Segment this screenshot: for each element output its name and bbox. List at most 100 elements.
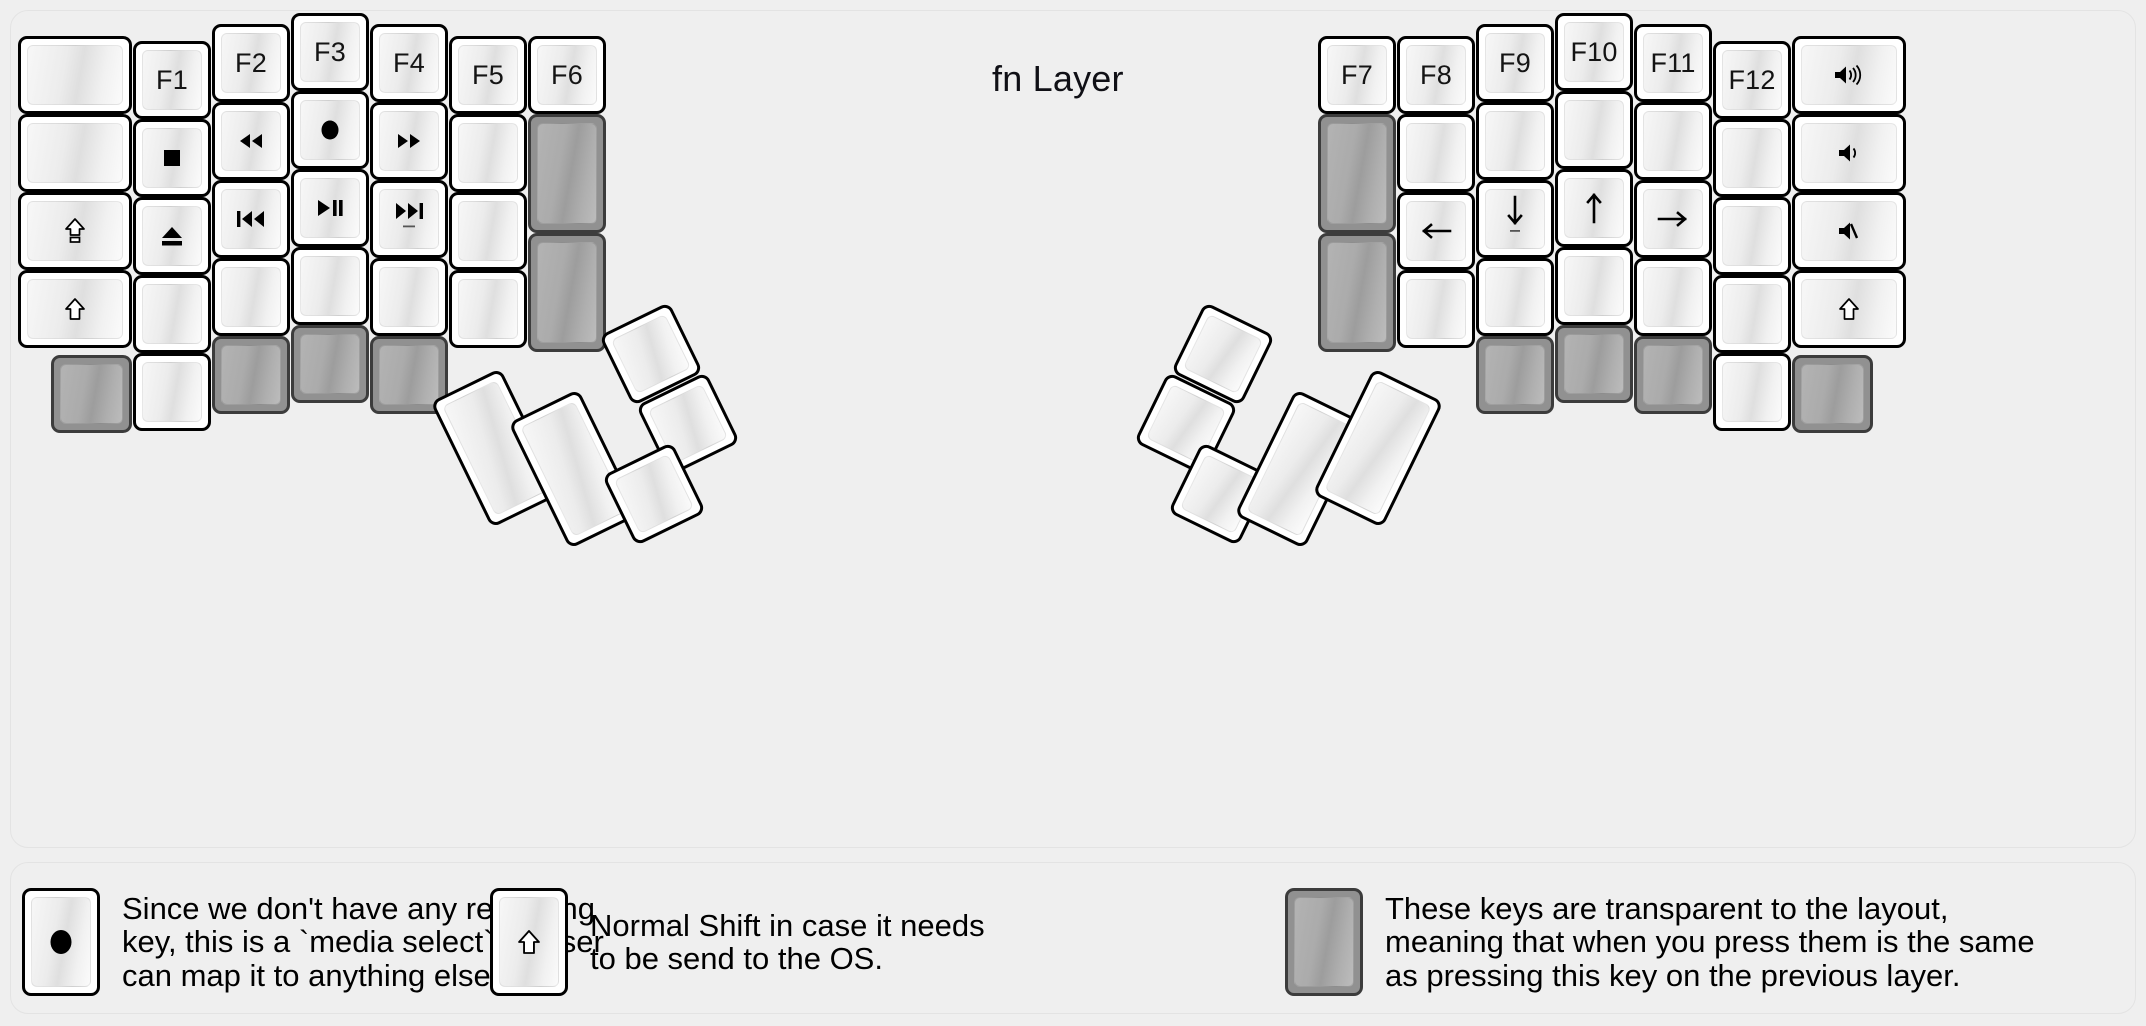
key-left-c6-r2-transparent-2u[interactable]: [528, 233, 606, 352]
keycap: [300, 256, 360, 316]
key-right-c2-r2-arrow-down[interactable]: [1476, 180, 1554, 258]
key-left-c4-r0-f4[interactable]: F4: [370, 24, 448, 102]
media-play-pause-icon: [315, 197, 345, 219]
key-right-c4-r1[interactable]: [1634, 102, 1712, 180]
media-previous-icon: [234, 208, 268, 230]
key-right-c3-r2-arrow-up[interactable]: [1555, 169, 1633, 247]
key-right-c5-r1[interactable]: [1713, 119, 1791, 197]
keycap: [60, 364, 123, 424]
keycap: [613, 453, 695, 535]
key-left-c3-r1-record[interactable]: [291, 91, 369, 169]
key-right-c1-r3[interactable]: [1397, 270, 1475, 348]
keycap: [221, 267, 281, 327]
keycap: [1564, 334, 1624, 394]
key-left-c4-r2-next[interactable]: [370, 180, 448, 258]
eject-icon: [159, 225, 185, 247]
key-right-c2-r4-transparent[interactable]: [1476, 336, 1554, 414]
key-right-c0-r2-transparent-2u[interactable]: [1318, 233, 1396, 352]
keycap: [142, 206, 202, 266]
arrow-down-icon: [1502, 195, 1528, 235]
key-right-c6-r0-volume-up[interactable]: [1792, 36, 1906, 114]
key-right-c2-r0-f9[interactable]: F9: [1476, 24, 1554, 102]
key-left-c1-r0-f1[interactable]: F1: [133, 41, 211, 119]
key-left-c0-r1[interactable]: [18, 114, 132, 192]
key-label: F7: [1341, 59, 1373, 90]
keycap: [1485, 345, 1545, 405]
keycap: [1643, 345, 1703, 405]
key-left-c5-r2[interactable]: [449, 192, 527, 270]
key-left-c1-r1-stop[interactable]: [133, 119, 211, 197]
key-left-c6-r0-f6[interactable]: F6: [528, 36, 606, 114]
key-right-c6-r4-transparent[interactable]: [1792, 355, 1873, 433]
volume-mute-icon: [1836, 219, 1862, 243]
key-right-c1-r1[interactable]: [1397, 114, 1475, 192]
key-label: F10: [1570, 36, 1618, 67]
key-label: F2: [235, 47, 267, 78]
key-right-c2-r1[interactable]: [1476, 102, 1554, 180]
keycap: [1327, 242, 1387, 343]
key-right-c2-r3[interactable]: [1476, 258, 1554, 336]
key-left-c0-r3-shift[interactable]: [18, 270, 132, 348]
key-right-c4-r0-f11[interactable]: F11: [1634, 24, 1712, 102]
key-left-c3-r2-play-pause[interactable]: [291, 169, 369, 247]
key-right-c3-r1[interactable]: [1555, 91, 1633, 169]
key-left-c1-r4[interactable]: [133, 353, 211, 431]
key-left-c2-r3[interactable]: [212, 258, 290, 336]
key-right-c6-r2-volume-mute[interactable]: [1792, 192, 1906, 270]
key-right-c3-r4-transparent[interactable]: [1555, 325, 1633, 403]
key-right-c5-r0-f12[interactable]: F12: [1713, 41, 1791, 119]
key-left-c1-r2-eject[interactable]: [133, 197, 211, 275]
key-right-c5-r4[interactable]: [1713, 353, 1791, 431]
keycap: [1406, 123, 1466, 183]
keycap: [221, 111, 281, 171]
legend-panel: [10, 862, 2136, 1014]
keycap: [520, 401, 628, 537]
key-left-c6-r1-transparent-2u[interactable]: [528, 114, 606, 233]
key-label: F6: [551, 59, 583, 90]
key-left-c5-r3[interactable]: [449, 270, 527, 348]
key-right-c3-r3[interactable]: [1555, 247, 1633, 325]
key-right-c0-r1-transparent-2u[interactable]: [1318, 114, 1396, 233]
key-left-c4-r4-transparent[interactable]: [370, 336, 448, 414]
key-left-c2-r2-previous[interactable]: [212, 180, 290, 258]
key-left-c3-r4-transparent[interactable]: [291, 325, 369, 403]
keycap: F4: [379, 33, 439, 93]
key-left-c0-r4-transparent[interactable]: [51, 355, 132, 433]
key-left-c5-r1[interactable]: [449, 114, 527, 192]
key-right-c5-r2[interactable]: [1713, 197, 1791, 275]
key-left-c2-r1-rewind[interactable]: [212, 102, 290, 180]
legend-item-record: Since we don't have any recording key, t…: [22, 888, 604, 996]
key-right-c1-r2-arrow-left[interactable]: [1397, 192, 1475, 270]
keycap: [1801, 201, 1897, 261]
keycap: [1294, 897, 1354, 987]
key-right-c4-r3[interactable]: [1634, 258, 1712, 336]
key-right-c0-r0-f7[interactable]: F7: [1318, 36, 1396, 114]
key-left-c0-r0[interactable]: [18, 36, 132, 114]
key-left-c1-r3[interactable]: [133, 275, 211, 353]
key-left-c3-r3[interactable]: [291, 247, 369, 325]
keycap: [1722, 206, 1782, 266]
keycap: [221, 345, 281, 405]
keycap: [458, 123, 518, 183]
key-left-c2-r4-transparent[interactable]: [212, 336, 290, 414]
key-left-c5-r0-f5[interactable]: F5: [449, 36, 527, 114]
key-right-c6-r1-volume-down[interactable]: [1792, 114, 1906, 192]
key-right-c4-r2-arrow-right[interactable]: [1634, 180, 1712, 258]
legend-text-shift: Normal Shift in case it needs to be send…: [590, 907, 985, 976]
key-left-c0-r2-capslock[interactable]: [18, 192, 132, 270]
key-right-c6-r3-shift[interactable]: [1792, 270, 1906, 348]
key-right-c5-r3[interactable]: [1713, 275, 1791, 353]
keycap: [379, 189, 439, 249]
key-left-c4-r1-fast-forward[interactable]: [370, 102, 448, 180]
keycap: F3: [300, 22, 360, 82]
keycap: [27, 201, 123, 261]
key-right-c3-r0-f10[interactable]: F10: [1555, 13, 1633, 91]
key-right-c1-r0-f8[interactable]: F8: [1397, 36, 1475, 114]
key-right-c4-r4-transparent[interactable]: [1634, 336, 1712, 414]
keycap: F9: [1485, 33, 1545, 93]
keycap: [1324, 380, 1432, 516]
right-thumb-cluster: [1092, 301, 1444, 612]
key-left-c2-r0-f2[interactable]: F2: [212, 24, 290, 102]
key-left-c3-r0-f3[interactable]: F3: [291, 13, 369, 91]
key-left-c4-r3[interactable]: [370, 258, 448, 336]
